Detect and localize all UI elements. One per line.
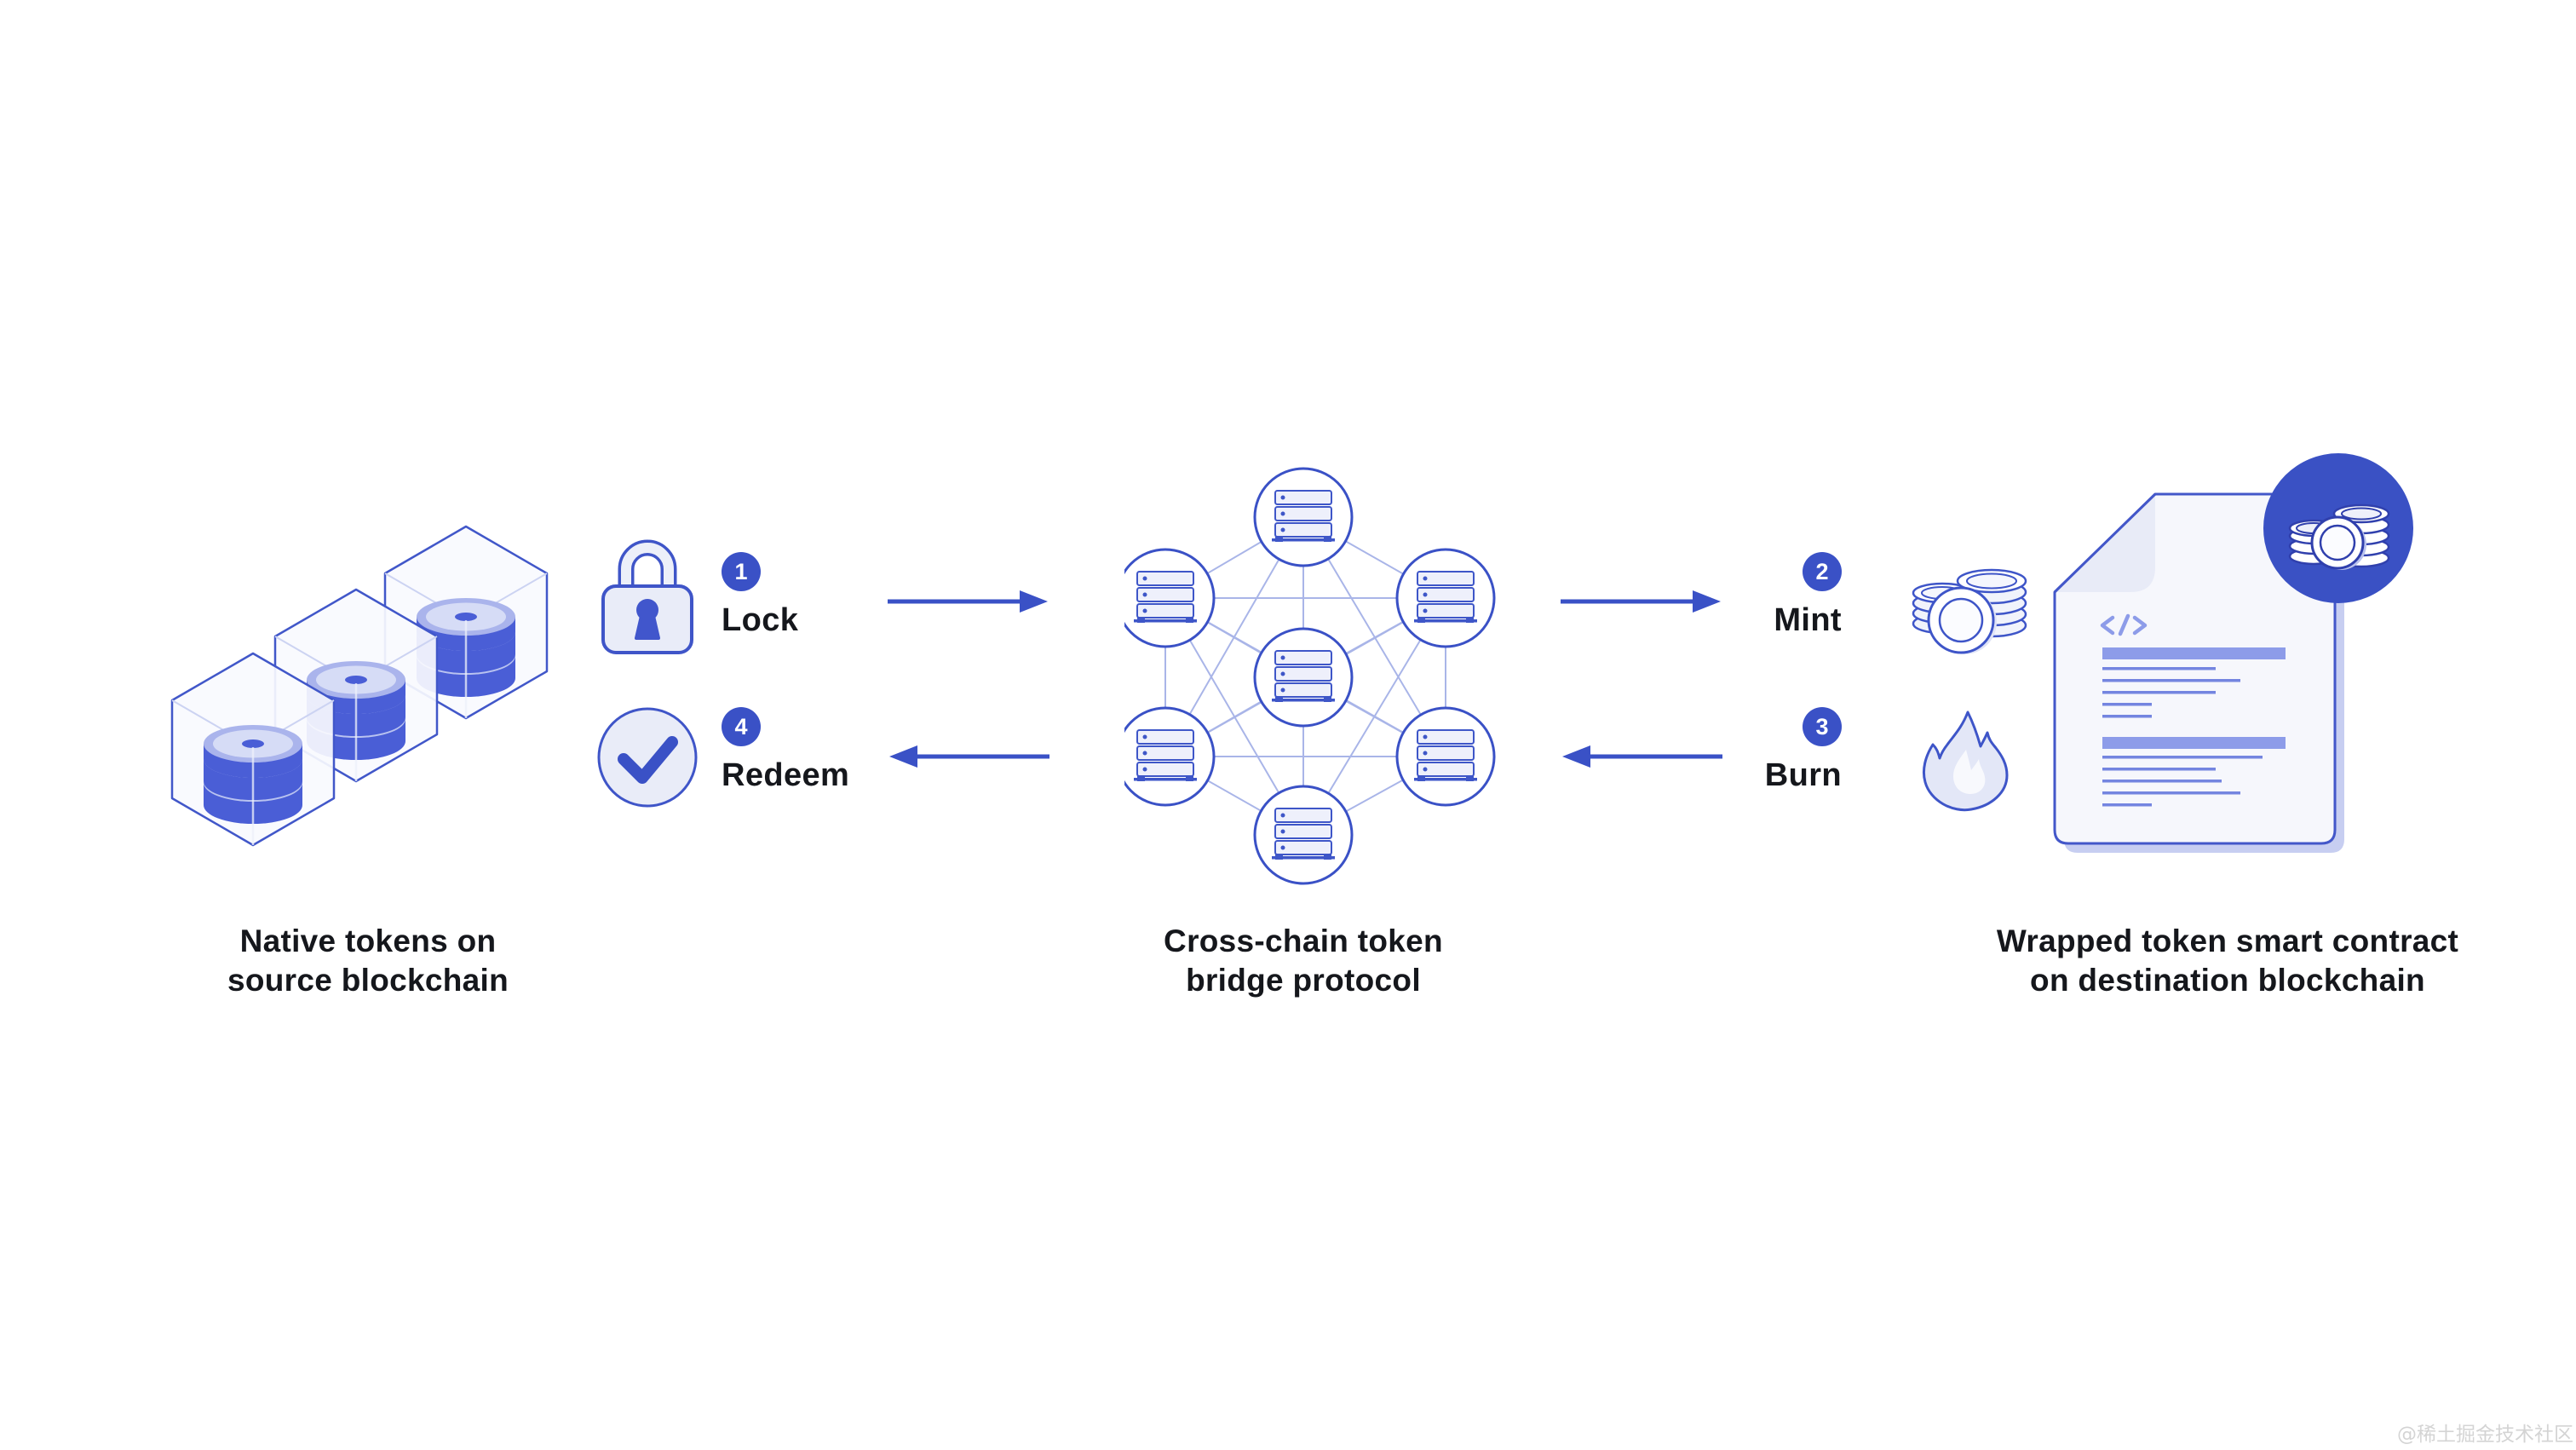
caption-line: Wrapped token smart contract bbox=[1996, 924, 2459, 958]
step-lock: 1 Lock bbox=[722, 552, 798, 639]
smart-contract-document-icon bbox=[2053, 453, 2413, 853]
step-label: Lock bbox=[722, 602, 799, 638]
coin-stack-icon bbox=[1912, 568, 2027, 654]
step-label: Mint bbox=[1774, 602, 1842, 638]
caption-line: Cross-chain token bbox=[1164, 924, 1443, 958]
caption-line: on destination blockchain bbox=[2030, 963, 2425, 998]
arrow-left-icon bbox=[1562, 745, 1722, 768]
native-token-cubes-icon bbox=[170, 525, 549, 847]
flame-icon bbox=[1922, 711, 2009, 812]
checkmark-circle-icon bbox=[597, 707, 698, 808]
caption-bridge-protocol: Cross-chain token bridge protocol bbox=[1039, 922, 1567, 1000]
bridge-network-icon bbox=[1124, 467, 1496, 885]
step-number-badge: 3 bbox=[1803, 707, 1842, 746]
server-node-icon bbox=[1413, 571, 1478, 624]
step-mint: 2 Mint bbox=[1774, 552, 1842, 639]
arrow-right-icon bbox=[1561, 590, 1721, 613]
arrow-right-icon bbox=[888, 590, 1048, 613]
caption-source-blockchain: Native tokens on source blockchain bbox=[104, 922, 632, 1000]
server-node-icon bbox=[1133, 571, 1198, 624]
server-node-icon bbox=[1133, 729, 1198, 782]
caption-line: source blockchain bbox=[227, 963, 509, 998]
step-burn: 3 Burn bbox=[1765, 707, 1842, 794]
step-redeem: 4 Redeem bbox=[722, 707, 849, 794]
server-node-icon bbox=[1413, 729, 1478, 782]
code-icon bbox=[2100, 613, 2148, 636]
padlock-icon bbox=[601, 539, 693, 654]
coin-badge-icon bbox=[2263, 453, 2413, 603]
caption-destination-blockchain: Wrapped token smart contract on destinat… bbox=[1964, 922, 2492, 1000]
document-text-block bbox=[2102, 737, 2286, 807]
step-label: Burn bbox=[1764, 757, 1842, 793]
server-node-icon bbox=[1271, 490, 1336, 543]
step-number-badge: 1 bbox=[722, 552, 761, 591]
network-nodes bbox=[1124, 467, 1496, 885]
step-label: Redeem bbox=[722, 757, 850, 793]
arrow-left-icon bbox=[889, 745, 1049, 768]
document-text-block bbox=[2102, 647, 2286, 718]
watermark-text: @稀土掘金技术社区 bbox=[2397, 1424, 2573, 1446]
step-number-badge: 4 bbox=[722, 707, 761, 746]
caption-line: bridge protocol bbox=[1186, 963, 1421, 998]
caption-line: Native tokens on bbox=[239, 924, 497, 958]
server-node-icon bbox=[1271, 808, 1336, 860]
step-number-badge: 2 bbox=[1803, 552, 1842, 591]
server-node-icon bbox=[1271, 650, 1336, 703]
